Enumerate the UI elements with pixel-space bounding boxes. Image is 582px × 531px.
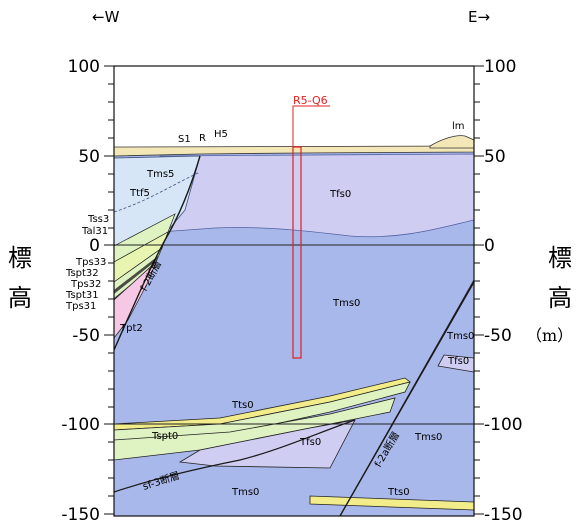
right-tick-minus150: -150 [484,505,523,525]
borehole-leader [292,105,330,147]
label-tms0-main: Tms0 [332,298,360,309]
label-tms0-bottom: Tms0 [231,487,259,498]
label-tps32: Tps32 [70,279,101,290]
label-tspt31: Tspt31 [65,290,99,301]
left-tick-minus100: -100 [61,415,100,435]
label-tfs0-upper: Tfs0 [329,189,351,200]
left-ticks [104,65,114,515]
left-tick-minus150: -150 [61,505,100,525]
label-tms0-lower-east: Tms0 [414,432,442,443]
borehole-box [292,146,302,359]
label-tms5: Tms5 [146,169,174,180]
label-tal31: Tal31 [81,226,108,237]
label-r: R [199,133,206,144]
west-direction-label: ←W [92,8,120,26]
section-frame [113,65,475,517]
label-h5: H5 [214,129,228,140]
borehole-label: R5-Q6 [293,94,328,107]
unit-tts0-bottom-fill [309,495,474,511]
label-ttf5: Ttf5 [129,188,150,199]
label-lm: lm [452,121,465,132]
left-title-char-1: 標 [8,244,32,272]
fault-f2-line [114,155,201,351]
label-tts0-mid: Tts0 [231,400,254,411]
right-tick-0: 0 [484,236,495,256]
right-title-char-2: 高 [548,284,572,312]
label-tts0-bottom: Tts0 [387,487,410,498]
label-tfs0-east: Tfs0 [447,356,469,367]
left-title-char-2: 高 [8,284,32,312]
label-tms0-east: Tms0 [446,331,474,342]
label-tfs0-lower: Tfs0 [299,437,321,448]
right-tick-50: 50 [484,147,506,167]
label-tspt32: Tspt32 [65,268,99,279]
label-tps33: Tps33 [75,257,106,268]
east-direction-label: E→ [468,8,490,26]
ttf5-dashed-line [114,171,201,213]
right-tick-minus100: -100 [484,415,523,435]
unit-tspt0-fill [114,397,396,461]
left-tick-0: 0 [89,236,100,256]
unit-tfs0-lower-fill [178,419,356,469]
label-tspt0: Tspt0 [151,431,178,442]
fault-sf3-line [114,419,356,493]
fault-f2a-line [339,281,474,516]
unit-lm-fill [429,135,474,149]
right-unit-label: （m） [526,326,573,345]
left-tick-minus50: -50 [72,326,100,346]
label-tss3: Tss3 [87,214,109,225]
unit-surface-fill [114,145,474,157]
right-ticks [474,65,484,515]
label-tps31: Tps31 [65,301,96,312]
right-title-char-1: 標 [548,244,572,272]
right-tick-100: 100 [484,57,516,77]
label-tpt2: Tpt2 [119,323,143,334]
unit-tfs0-east-fill [437,354,474,373]
right-tick-minus50: -50 [484,326,512,346]
left-tick-50: 50 [78,147,100,167]
unit-tfs0-upper-fill [159,153,474,238]
label-s1: S1 [178,134,191,145]
left-tick-100: 100 [68,57,100,77]
